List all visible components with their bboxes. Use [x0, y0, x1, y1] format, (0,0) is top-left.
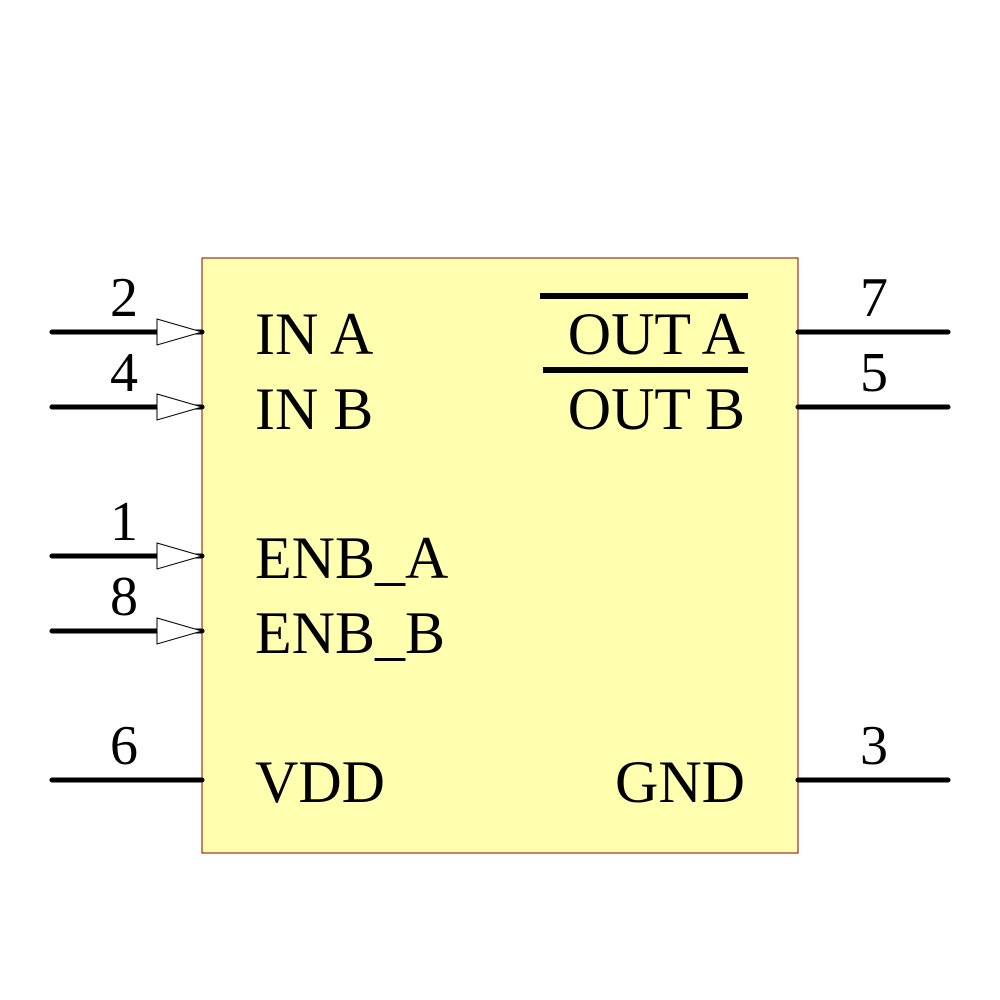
- pin-number-7: 7: [860, 267, 888, 329]
- input-arrow-icon: [156, 318, 204, 346]
- pin-number-8: 8: [110, 566, 138, 628]
- pin-gnd[interactable]: 3 GND: [615, 715, 951, 815]
- pin-out-a[interactable]: 7 OUT A: [540, 267, 951, 367]
- pin-number-2: 2: [110, 267, 138, 329]
- pin-number-6: 6: [110, 715, 138, 777]
- component-body: [201, 257, 799, 854]
- pin-in-a[interactable]: 2 IN A: [49, 267, 373, 367]
- input-arrow-icon: [156, 617, 204, 645]
- pin-in-b[interactable]: 4 IN B: [49, 342, 373, 442]
- pin-out-b[interactable]: 5 OUT B: [543, 342, 951, 442]
- pin-name-out-b: OUT B: [568, 376, 745, 442]
- pin-name-vdd: VDD: [255, 749, 385, 815]
- pin-name-in-b: IN B: [255, 376, 373, 442]
- pin-number-5: 5: [860, 342, 888, 404]
- input-arrow-icon: [156, 542, 204, 570]
- pin-name-enb-a: ENB_A: [255, 525, 448, 591]
- pin-number-1: 1: [110, 491, 138, 553]
- input-arrow-icon: [156, 393, 204, 421]
- pin-vdd[interactable]: 6 VDD: [49, 715, 385, 815]
- pin-name-enb-b: ENB_B: [255, 600, 445, 666]
- pin-enb-a[interactable]: 1 ENB_A: [49, 491, 448, 591]
- pin-name-out-a: OUT A: [568, 301, 745, 367]
- pin-number-4: 4: [110, 342, 138, 404]
- pin-name-in-a: IN A: [255, 301, 373, 367]
- pin-number-3: 3: [860, 715, 888, 777]
- pin-name-gnd: GND: [615, 749, 745, 815]
- pin-enb-b[interactable]: 8 ENB_B: [49, 566, 445, 666]
